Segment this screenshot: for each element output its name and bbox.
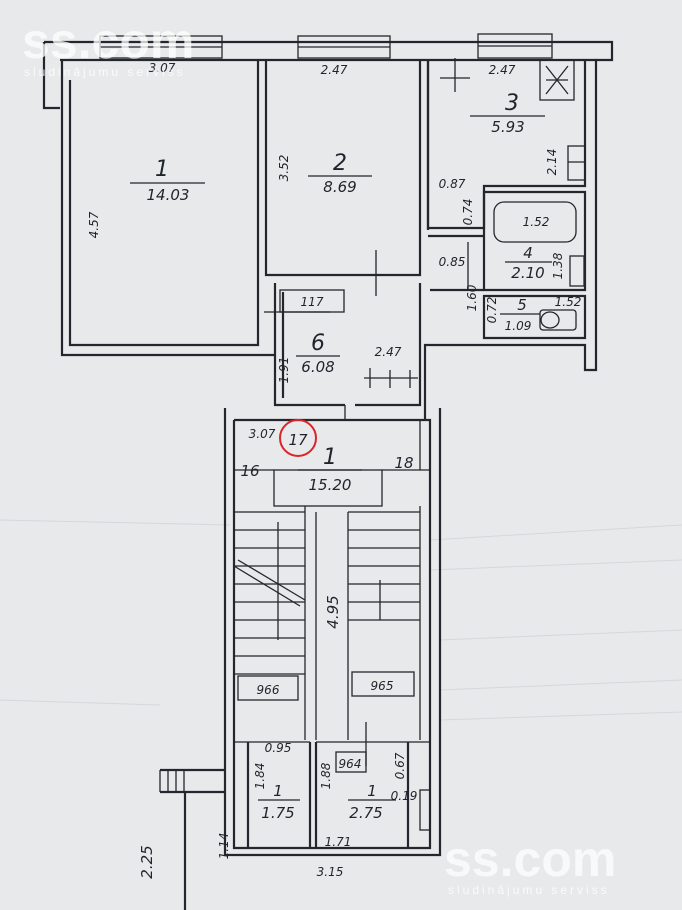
room-2-number: 2 xyxy=(333,151,347,176)
watermark-brand-top: ss.com xyxy=(22,13,194,69)
watermark-bottom: ss.com sludinājumu serviss xyxy=(444,831,616,897)
door-code-966: 966 xyxy=(257,683,280,697)
dim-095: 0.95 xyxy=(265,741,292,755)
watermark-tagline-top: sludinājumu serviss xyxy=(24,65,186,79)
dim-184: 1.84 xyxy=(253,763,267,790)
room-5-number: 5 xyxy=(517,296,527,314)
room-labels: 1 14.03 2 8.69 3 5.93 4 2.10 5 1.09 6 6.… xyxy=(130,91,552,822)
dim-085: 0.85 xyxy=(439,255,466,269)
room-5-area: 1.09 xyxy=(505,319,532,333)
dim-114: 1.14 xyxy=(217,833,231,860)
room-3-area: 5.93 xyxy=(491,118,524,136)
watermark-brand-bottom: ss.com xyxy=(444,831,616,887)
dim-room2-side: 3.52 xyxy=(277,155,291,182)
dim-stair-top: 3.07 xyxy=(249,427,276,441)
stair-block-walls xyxy=(159,408,442,910)
watermark-tagline-bottom: sludinājumu serviss xyxy=(448,883,610,897)
room-3-number: 3 xyxy=(505,91,519,116)
bath-wc-walls xyxy=(428,190,587,340)
apartment-number-circle xyxy=(279,419,317,457)
stair-flight-left xyxy=(233,506,306,740)
dim-bath-side: 1.38 xyxy=(551,252,565,279)
door-code-964: 964 xyxy=(339,757,362,771)
watermark-top: ss.com sludinājumu serviss xyxy=(22,13,194,79)
room-6-area: 6.08 xyxy=(301,358,334,376)
dim-bath-top: 1.52 xyxy=(523,215,550,229)
small-left-number: 1 xyxy=(273,782,283,800)
stair-room-area: 15.20 xyxy=(309,476,352,494)
room-2-area: 8.69 xyxy=(323,178,356,196)
stair-flight-right xyxy=(315,506,421,740)
dim-072: 0.72 xyxy=(485,297,499,324)
dim-room2-top: 2.47 xyxy=(321,63,348,77)
dim-171: 1.71 xyxy=(325,835,352,849)
dim-room1-top: 3.07 xyxy=(149,61,176,75)
room-6-number: 6 xyxy=(311,331,325,356)
room-1-number: 1 xyxy=(155,157,169,182)
apartment-number: 17 xyxy=(288,431,308,449)
dim-188: 1.88 xyxy=(319,762,333,789)
outer-walls xyxy=(42,33,614,420)
dim-room3-side: 2.14 xyxy=(545,149,559,176)
neighbor-right: 18 xyxy=(394,454,413,472)
dim-stair-side: 4.95 xyxy=(324,595,342,628)
hall-6-walls xyxy=(264,283,422,420)
neighbor-left: 16 xyxy=(240,462,259,480)
dim-067: 0.67 xyxy=(393,752,407,779)
dim-160: 1.60 xyxy=(465,284,479,311)
dim-wc-top: 1.52 xyxy=(555,295,582,309)
room-1-area: 14.03 xyxy=(147,186,190,204)
room-4-area: 2.10 xyxy=(511,264,544,282)
dimension-labels: 3.07 4.57 2.47 3.52 2.47 2.14 0.87 0.74 … xyxy=(87,61,581,879)
small-right-number: 1 xyxy=(367,782,377,800)
dim-087: 0.87 xyxy=(439,177,466,191)
dim-019: 0.19 xyxy=(391,789,418,803)
dim-room3-top: 2.47 xyxy=(489,63,516,77)
stair-room-number: 1 xyxy=(323,445,337,470)
small-left-area: 1.75 xyxy=(261,804,294,822)
dim-bottom-315: 3.15 xyxy=(317,865,344,879)
misc-labels: 17 16 18 117 966 965 964 xyxy=(240,295,413,771)
dim-hall6-top: 2.47 xyxy=(375,345,402,359)
dim-hall6-side: 1.91 xyxy=(277,357,291,384)
dim-room1-side: 4.57 xyxy=(87,211,101,238)
room-4-number: 4 xyxy=(523,244,533,262)
small-right-area: 2.75 xyxy=(349,804,382,822)
door-code-965: 965 xyxy=(371,679,394,693)
dim-074: 0.74 xyxy=(461,199,475,226)
dim-bottom-225: 2.25 xyxy=(138,845,156,878)
door-code-117: 117 xyxy=(301,295,324,309)
